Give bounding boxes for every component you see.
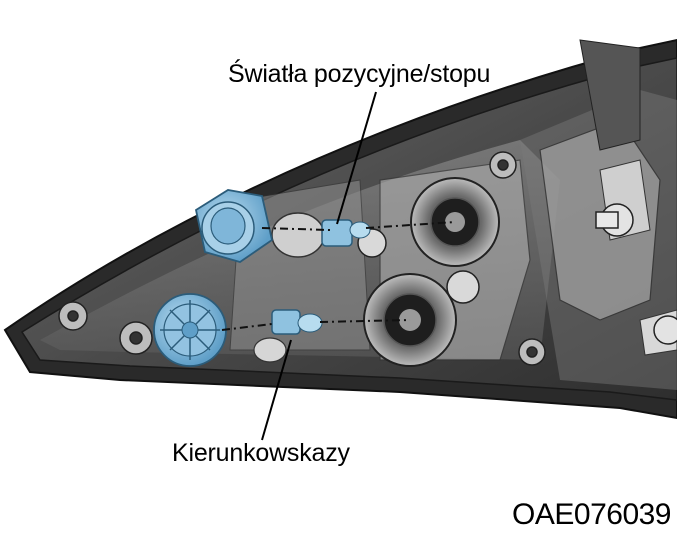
mounting-bolts [58, 151, 677, 366]
label-turn-signals: Kierunkowskazy [172, 439, 350, 467]
socket-cap-lower [153, 293, 227, 367]
figure-code: OAE076039 [512, 498, 671, 531]
bulb-lower [253, 309, 323, 363]
leader-lines [261, 91, 377, 441]
bulb-upper [271, 212, 371, 258]
bulb-socket-upper [410, 177, 500, 267]
assembly-lines [221, 221, 456, 331]
label-position-stop-lights: Światła pozycyjne/stopu [228, 60, 491, 88]
socket-cap-upper [194, 189, 274, 263]
